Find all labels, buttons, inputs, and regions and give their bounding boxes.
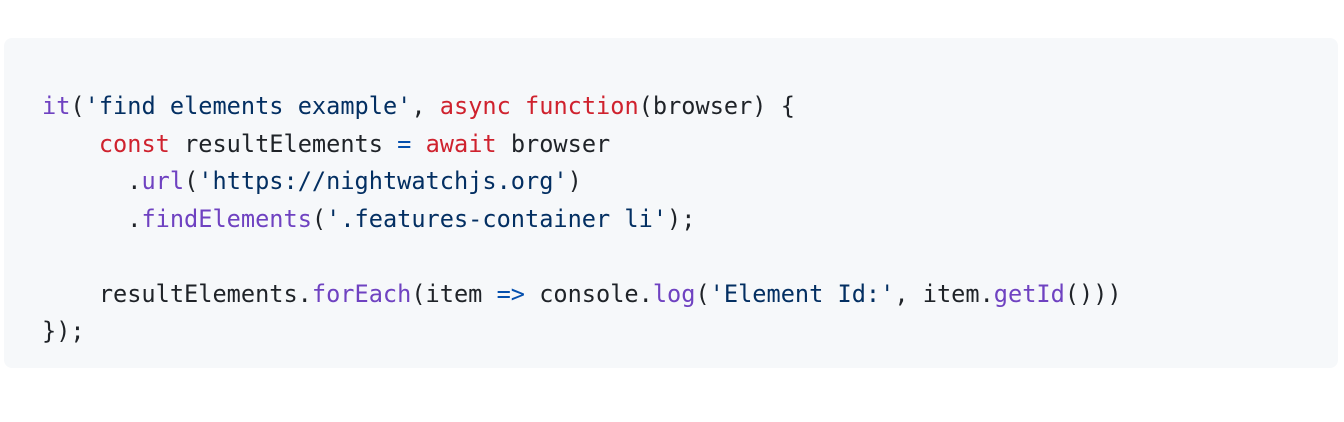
code-token [42, 130, 99, 158]
code-token: ( [70, 92, 85, 120]
code-token: ())) [1064, 279, 1122, 308]
code-token: (item [411, 279, 497, 308]
code-token: resultElements [169, 129, 398, 158]
code-token: forEach [311, 279, 412, 308]
code-token: ) [567, 167, 582, 195]
code-token: findElements [141, 204, 312, 233]
code-token: 'find elements example' [84, 92, 412, 120]
code-token: }); [42, 317, 85, 345]
code-token: await [425, 129, 497, 158]
code-token: browser [496, 129, 611, 158]
code-line [42, 238, 1338, 276]
code-line: resultElements.forEach(item => console.l… [42, 276, 1338, 314]
code-token: ( [184, 167, 199, 195]
code-content: it('find elements example', async functi… [42, 88, 1338, 351]
code-token: = [397, 129, 412, 158]
code-line: it('find elements example', async functi… [42, 88, 1338, 126]
code-token: it [42, 92, 71, 120]
code-token: 'https://nightwatchjs.org' [198, 167, 568, 195]
code-line: .findElements('.features-container li'); [42, 201, 1338, 239]
code-block: it('find elements example', async functi… [4, 38, 1338, 368]
code-line: .url('https://nightwatchjs.org') [42, 163, 1338, 201]
code-token: url [141, 167, 185, 195]
code-token [411, 130, 425, 158]
code-token: , item. [894, 279, 994, 308]
code-token [511, 92, 525, 120]
code-token: (browser) { [638, 92, 795, 120]
code-token: ( [311, 204, 327, 233]
code-token: const [98, 129, 170, 158]
code-token: => [496, 279, 525, 308]
code-token: async [439, 92, 511, 120]
code-token: ( [695, 279, 710, 308]
code-line: }); [42, 313, 1338, 351]
code-token: , [411, 92, 440, 120]
code-token: 'Element Id:' [709, 279, 895, 308]
code-token: ); [667, 204, 696, 233]
code-token: '.features-container li' [326, 204, 668, 233]
code-token: . [42, 204, 142, 233]
code-line: const resultElements = await browser [42, 126, 1338, 164]
code-token: resultElements. [42, 279, 312, 308]
code-token: . [42, 167, 142, 195]
code-token: getId [993, 279, 1065, 308]
code-token: log [652, 279, 696, 308]
code-token: function [525, 92, 639, 120]
code-token: console. [524, 279, 653, 308]
